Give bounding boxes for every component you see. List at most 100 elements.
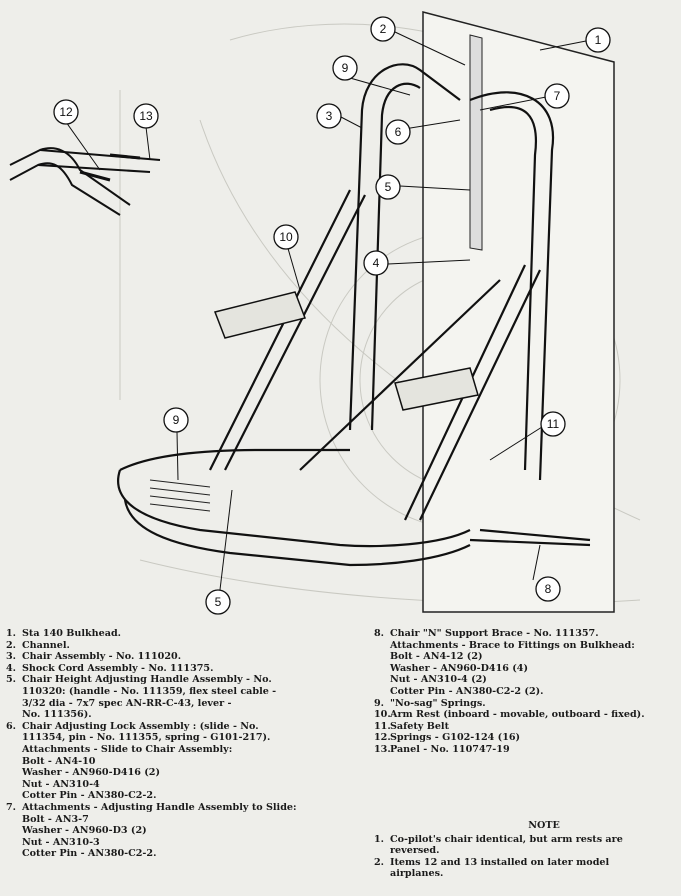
legend-item-number: 11. xyxy=(374,720,391,732)
legend-right: 8. Chair "N" Support Brace - No. 111357.A… xyxy=(374,628,674,756)
callout-12: 12 xyxy=(53,99,79,125)
notes: NOTE 1.Co-pilot's chair identical, but a… xyxy=(374,820,674,880)
svg-text:8: 8 xyxy=(545,582,552,596)
legend-item: 1.Sta 140 Bulkhead. xyxy=(6,628,336,640)
legend-item: Nut - AN310-4 (2) xyxy=(374,674,674,686)
legend-item-text: Bolt - AN3-7 xyxy=(22,813,89,825)
legend-item: 3. Chair Assembly - No. 111020. xyxy=(6,651,336,663)
legend-item-text: "No-sag" Springs. xyxy=(390,697,486,709)
legend-item: 12.Springs - G102-124 (16) xyxy=(374,732,674,744)
legend-item-number: 13. xyxy=(374,743,391,755)
legend-item-number xyxy=(6,686,22,698)
callout-13: 13 xyxy=(133,103,159,129)
chair-diagram: 1 2 3 4 5 5 6 7 8 9 9 10 11 12 13 xyxy=(9,11,641,615)
legend-item-number: 3. xyxy=(6,651,17,663)
legend-item-text: Chair Assembly - No. 111020. xyxy=(22,651,182,663)
legend-item-text: Safety Belt xyxy=(390,720,450,732)
legend-item-number: 5. xyxy=(6,674,17,686)
legend-item-number: 1. xyxy=(6,628,17,639)
callout-1: 1 xyxy=(585,27,611,53)
legend-item-number xyxy=(6,756,22,768)
callout-8: 8 xyxy=(535,576,561,602)
legend-item: 110320: (handle - No. 111359, flex steel… xyxy=(6,686,336,698)
svg-text:1: 1 xyxy=(595,33,602,47)
note-title: NOTE xyxy=(528,820,560,831)
arm-rest-right xyxy=(394,367,479,411)
legend-item-text: reversed. xyxy=(390,845,440,857)
legend-item: Bolt - AN4-10 xyxy=(6,756,336,768)
legend-item-number: 8. xyxy=(374,628,385,639)
chair-diagram-svg: 1 2 3 4 5 5 6 7 8 9 9 10 11 12 13 xyxy=(9,11,641,615)
legend-item: 13.Panel - No. 110747-19 xyxy=(374,744,674,756)
callout-11: 11 xyxy=(540,411,566,437)
legend-item: 10.Arm Rest (inboard - movable, outboard… xyxy=(374,709,674,721)
legend-item-text: Channel. xyxy=(22,639,70,651)
note-items: 1.Co-pilot's chair identical, but arm re… xyxy=(374,834,674,880)
legend-item-number xyxy=(6,814,22,826)
legend-item-number xyxy=(374,640,390,652)
legend-item-number xyxy=(6,709,22,721)
legend-item-text: Nut - AN310-4 xyxy=(22,778,100,790)
legend-item-number xyxy=(6,744,22,756)
legend-item-text: Washer - AN960-D416 (2) xyxy=(22,767,161,779)
legend-item: Cotter Pin - AN380-C2-2. xyxy=(6,790,336,802)
legend-item-number xyxy=(6,779,22,791)
legend-item-text: Chair Adjusting Lock Assembly : (slide -… xyxy=(22,720,259,732)
legend-item-text: Cotter Pin - AN380-C2-2. xyxy=(22,848,157,860)
legend-item: Cotter Pin - AN380-C2-2 (2). xyxy=(374,686,674,698)
callout-7: 7 xyxy=(544,83,570,109)
svg-text:3: 3 xyxy=(326,109,333,123)
svg-text:6: 6 xyxy=(395,125,402,139)
svg-text:7: 7 xyxy=(554,89,561,103)
legend-item-text: Washer - AN960-D3 (2) xyxy=(22,825,147,837)
no-sag-springs xyxy=(149,479,211,512)
legend-item-number xyxy=(374,845,390,857)
legend-item: Bolt - AN4-12 (2) xyxy=(374,651,674,663)
legend-item: 9."No-sag" Springs. xyxy=(374,698,674,710)
legend-item-text: airplanes. xyxy=(390,868,444,880)
legend-item-text: 3/32 dia - 7x7 spec AN-RR-C-43, lever - xyxy=(22,697,232,709)
legend-item: 8. Chair "N" Support Brace - No. 111357. xyxy=(374,628,674,640)
legend-item-number xyxy=(6,848,22,860)
legend-item: 2.Items 12 and 13 installed on later mod… xyxy=(374,857,674,869)
legend-item: 5.Chair Height Adjusting Handle Assembly… xyxy=(6,674,336,686)
chair-frame xyxy=(117,63,591,567)
svg-text:2: 2 xyxy=(380,22,387,36)
legend-item: 6. Chair Adjusting Lock Assembly : (slide… xyxy=(6,721,336,733)
callout-2: 2 xyxy=(370,16,396,42)
callout-3: 3 xyxy=(316,103,342,129)
legend-item-text: Cotter Pin - AN380-C2-2 (2). xyxy=(390,685,544,697)
legend-item: 11.Safety Belt xyxy=(374,721,674,733)
arm-rest-left xyxy=(213,291,307,339)
legend-item-number: 10. xyxy=(374,709,391,721)
legend-item-text: 110320: (handle - No. 111359, flex steel… xyxy=(22,685,277,697)
legend-item: Bolt - AN3-7 xyxy=(6,814,336,826)
svg-text:4: 4 xyxy=(373,256,380,270)
legend-item-text: 111354, pin - No. 111355, spring - G101-… xyxy=(22,732,271,744)
legend-item-text: Bolt - AN4-12 (2) xyxy=(390,651,483,663)
legend-item-number xyxy=(6,790,22,802)
legend-item-text: Attachments - Slide to Chair Assembly: xyxy=(22,743,233,755)
svg-text:9: 9 xyxy=(342,61,349,75)
legend-item-number xyxy=(6,825,22,837)
inset-detail xyxy=(9,147,161,216)
legend-item-number: 2. xyxy=(6,639,17,651)
callout-9-lower: 9 xyxy=(163,407,189,433)
legend-item: Washer - AN960-D416 (4) xyxy=(374,663,674,675)
legend-item-number xyxy=(6,767,22,779)
legend-item-number xyxy=(6,698,22,710)
legend-item-text: Cotter Pin - AN380-C2-2. xyxy=(22,790,157,802)
svg-text:5: 5 xyxy=(215,595,222,609)
legend-item-number: 6. xyxy=(6,720,17,732)
channel xyxy=(469,34,483,251)
legend-item-text: Shock Cord Assembly - No. 111375. xyxy=(22,662,214,674)
legend-item: Washer - AN960-D416 (2) xyxy=(6,767,336,779)
legend-item-text: No. 111356). xyxy=(22,709,92,721)
legend-item: 3/32 dia - 7x7 spec AN-RR-C-43, lever - xyxy=(6,698,336,710)
legend-item-text: Chair "N" Support Brace - No. 111357. xyxy=(390,628,599,639)
legend-item-number xyxy=(374,651,390,663)
legend-item-text: Attachments - Brace to Fittings on Bulkh… xyxy=(390,639,635,651)
svg-text:13: 13 xyxy=(139,109,153,123)
legend-item: Attachments - Slide to Chair Assembly: xyxy=(6,744,336,756)
legend-item: 4.Shock Cord Assembly - No. 111375. xyxy=(6,663,336,675)
